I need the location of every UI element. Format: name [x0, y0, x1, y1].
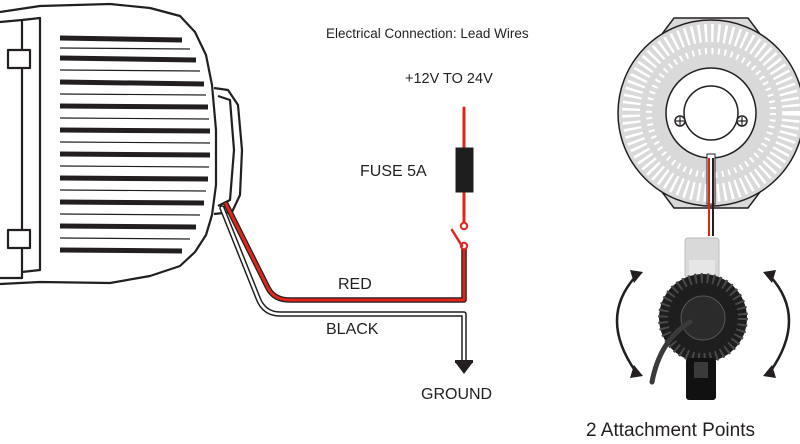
supply-voltage-label: +12V TO 24V: [405, 71, 493, 87]
diagram-title: Electrical Connection: Lead Wires: [326, 26, 529, 41]
ground-icon: [455, 360, 473, 374]
ground-label: GROUND: [421, 386, 493, 403]
mount-bracket-icon: [649, 237, 748, 400]
fuse-icon: [455, 147, 474, 193]
wires: [219, 106, 467, 365]
black-wire-label: BLACK: [326, 321, 379, 338]
fuse-label: FUSE 5A: [360, 163, 427, 180]
light-housing-side-icon: [0, 2, 244, 286]
red-wire-label: RED: [338, 276, 372, 293]
rotation-arrow-icon: [615, 274, 791, 374]
attachment-points-label: 2 Attachment Points: [586, 420, 755, 441]
light-housing-front-icon: [617, 17, 800, 236]
switch-icon: [450, 221, 469, 251]
